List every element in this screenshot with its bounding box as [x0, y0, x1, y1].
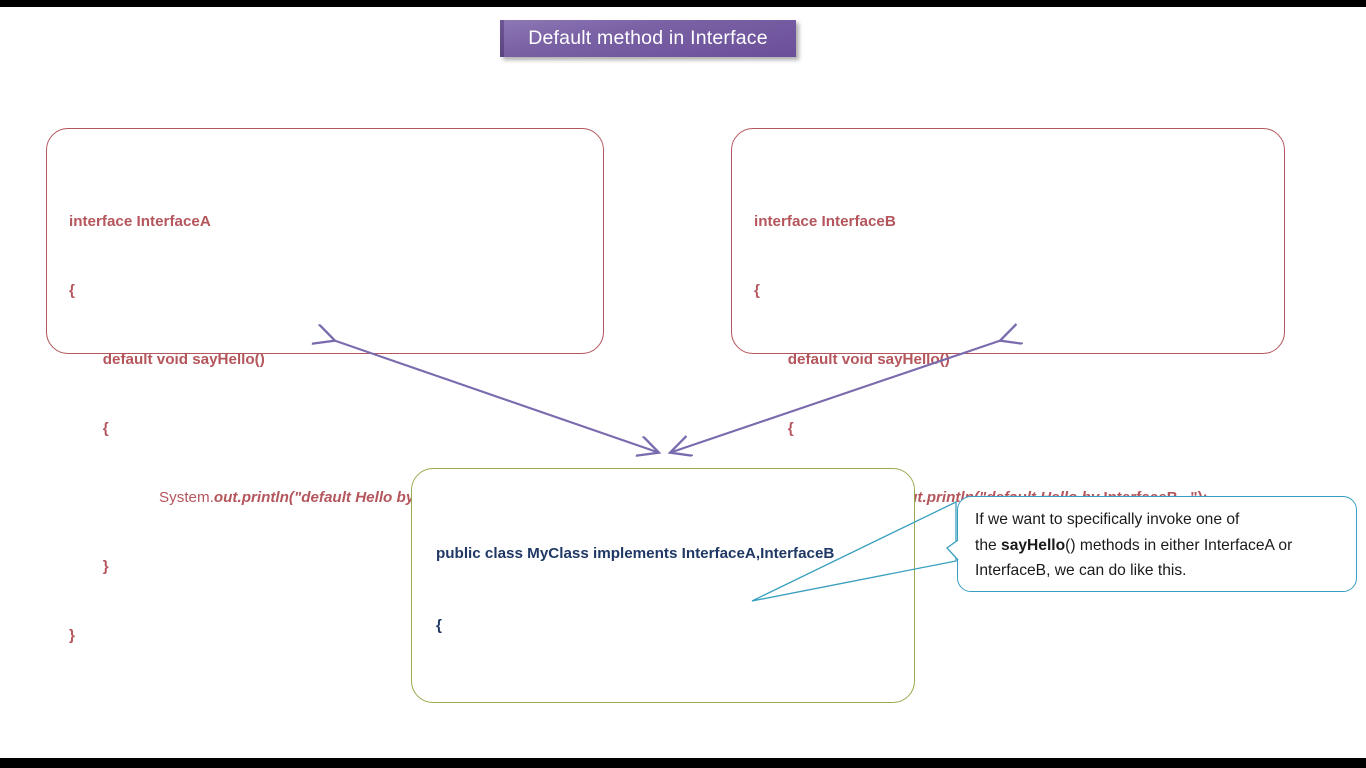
title-banner: Default method in Interface — [500, 20, 796, 57]
code-line: { — [69, 282, 75, 299]
code-line: default void sayHello() — [754, 351, 950, 368]
code-line: } — [69, 558, 109, 575]
code-line: default void sayHello() — [69, 351, 265, 368]
code-line: interface InterfaceA — [69, 213, 211, 230]
callout-note-box: If we want to specifically invoke one of… — [957, 496, 1357, 592]
callout-line-2-post: () methods in either InterfaceA or — [1065, 536, 1293, 554]
code-token: out.println("default Hello by — [213, 489, 419, 506]
code-token: System. — [159, 489, 214, 506]
code-line: { — [754, 420, 794, 437]
code-line: } — [69, 627, 75, 644]
interface-b-box: interface InterfaceB { default void sayH… — [731, 128, 1285, 644]
myclass-code: public class MyClass implements Interfac… — [436, 494, 834, 758]
code-line — [436, 686, 834, 710]
callout-line-2-bold: sayHello — [1001, 536, 1066, 554]
code-line: interface InterfaceB — [754, 213, 896, 230]
myclass-box: public class MyClass implements Interfac… — [411, 468, 915, 703]
slide-surface: Default method in Interface interface In… — [0, 7, 1366, 758]
code-line: { — [436, 617, 442, 634]
callout-line-3: InterfaceB, we can do like this. — [975, 562, 1187, 579]
page-title: Default method in Interface — [528, 27, 768, 49]
code-line: public class MyClass implements Interfac… — [436, 545, 835, 562]
interface-a-box: interface InterfaceA { default void sayH… — [46, 128, 604, 644]
code-line: { — [754, 282, 760, 299]
code-line: { — [69, 420, 109, 437]
callout-line-1: If we want to specifically invoke one of — [975, 511, 1240, 528]
callout-line-2-pre: the — [975, 536, 1002, 554]
callout-note-text: If we want to specifically invoke one of… — [975, 507, 1347, 584]
